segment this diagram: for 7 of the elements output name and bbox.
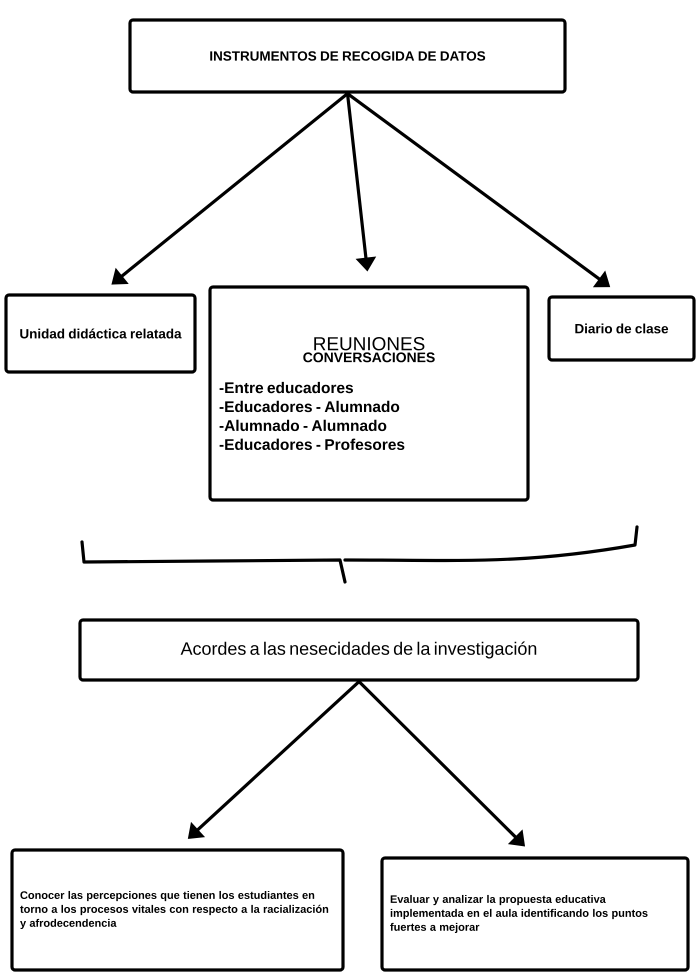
text-box: Conocer las percepciones que tienen los estudiantes en torno a los procesos vitales con respecto a la racialización y afrodecendencia <box>10 848 345 972</box>
text-box: Unidad didáctica relatada <box>4 293 197 374</box>
text-box: Diario de clase <box>547 295 696 362</box>
text-box: REUNIONES CONVERSACIONES -Entre educadores -Educadores - Alumnado -Alumnado - Alumnado -Educadores - Profesores <box>208 285 530 502</box>
text-box: Acordes a las nesecidades de la investigación <box>78 618 640 682</box>
text-box: INSTRUMENTOS DE RECOGIDA DE DATOS <box>128 18 567 94</box>
text-box: Evaluar y analizar la propuesta educativa implementada en el aula identificando los puntos fuertes a mejorar <box>380 856 690 972</box>
